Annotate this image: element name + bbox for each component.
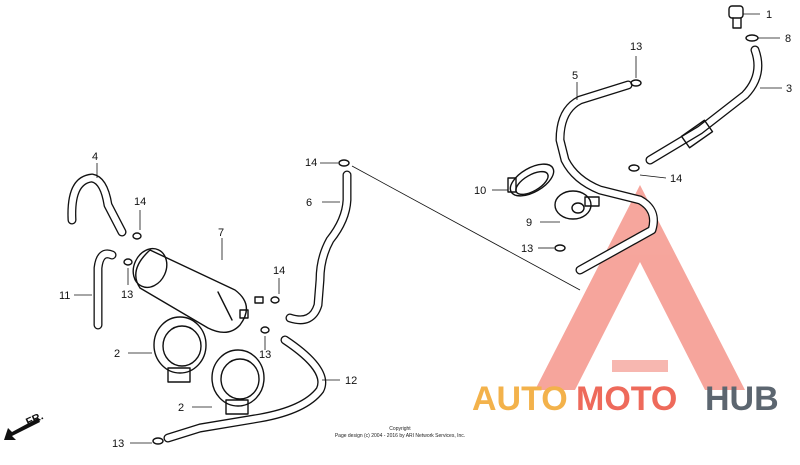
callout-10: 10 (474, 185, 486, 197)
callout-2-lower: 2 (178, 402, 184, 414)
part-3-hose (645, 45, 782, 165)
callout-8: 8 (785, 33, 791, 45)
callout-2-upper: 2 (114, 348, 120, 360)
watermark-text: AUTO MOTO HUB (472, 380, 779, 418)
part-5-tube (555, 80, 658, 275)
callout-1: 1 (766, 9, 772, 21)
callout-14-mid: 14 (273, 265, 285, 277)
callout-13-top: 13 (630, 41, 642, 53)
part-14-clip-mid (270, 278, 280, 304)
part-13-clip-left (123, 258, 133, 285)
part-2-strap-lower (192, 349, 265, 415)
callout-13-bottom: 13 (112, 438, 124, 450)
callout-5: 5 (572, 70, 578, 82)
copyright-line-1: Copyright (389, 426, 411, 432)
part-12-hose (163, 335, 340, 443)
part-8-clip (745, 34, 780, 42)
reference-line (351, 165, 581, 291)
part-13-clip-top (630, 56, 642, 87)
part-1-fitting (728, 5, 760, 29)
part-10-band (492, 163, 555, 197)
front-direction-marker: FR. (4, 410, 45, 440)
part-13-clip-canister (260, 326, 270, 350)
callout-7: 7 (218, 227, 224, 239)
front-marker-label: FR. (24, 410, 45, 428)
part-14-clip-left (132, 210, 142, 240)
part-6-hose (285, 170, 352, 325)
callout-9: 9 (526, 217, 532, 229)
callout-11: 11 (59, 290, 70, 302)
watermark-auto: AUTO (472, 380, 568, 418)
callout-3: 3 (786, 83, 792, 95)
callout-14-center: 14 (305, 157, 317, 169)
callout-14-right: 14 (670, 173, 682, 185)
part-7-canister (132, 238, 264, 333)
callout-13-left: 13 (121, 289, 133, 301)
watermark-triangle-logo (535, 185, 745, 390)
watermark-moto: MOTO (576, 380, 677, 418)
callout-4: 4 (92, 151, 98, 163)
callout-6: 6 (306, 197, 312, 209)
callout-13-mid: 13 (521, 243, 533, 255)
part-2-strap-upper (128, 316, 207, 383)
part-13-clip-mid (538, 244, 566, 252)
part-13-clip-bottom (130, 437, 164, 445)
watermark-hub: HUB (705, 380, 779, 418)
part-14-clip-center (320, 159, 350, 167)
callout-13-canister: 13 (259, 349, 271, 361)
part-4-hose (67, 163, 127, 237)
callout-12: 12 (345, 375, 357, 387)
part-9-valve (540, 190, 600, 223)
callout-14-left: 14 (134, 196, 146, 208)
copyright-line-2: Page design (c) 2004 - 2016 by ARI Netwo… (335, 433, 465, 439)
part-14-clip-right (628, 164, 667, 179)
part-11-hose (74, 249, 117, 330)
